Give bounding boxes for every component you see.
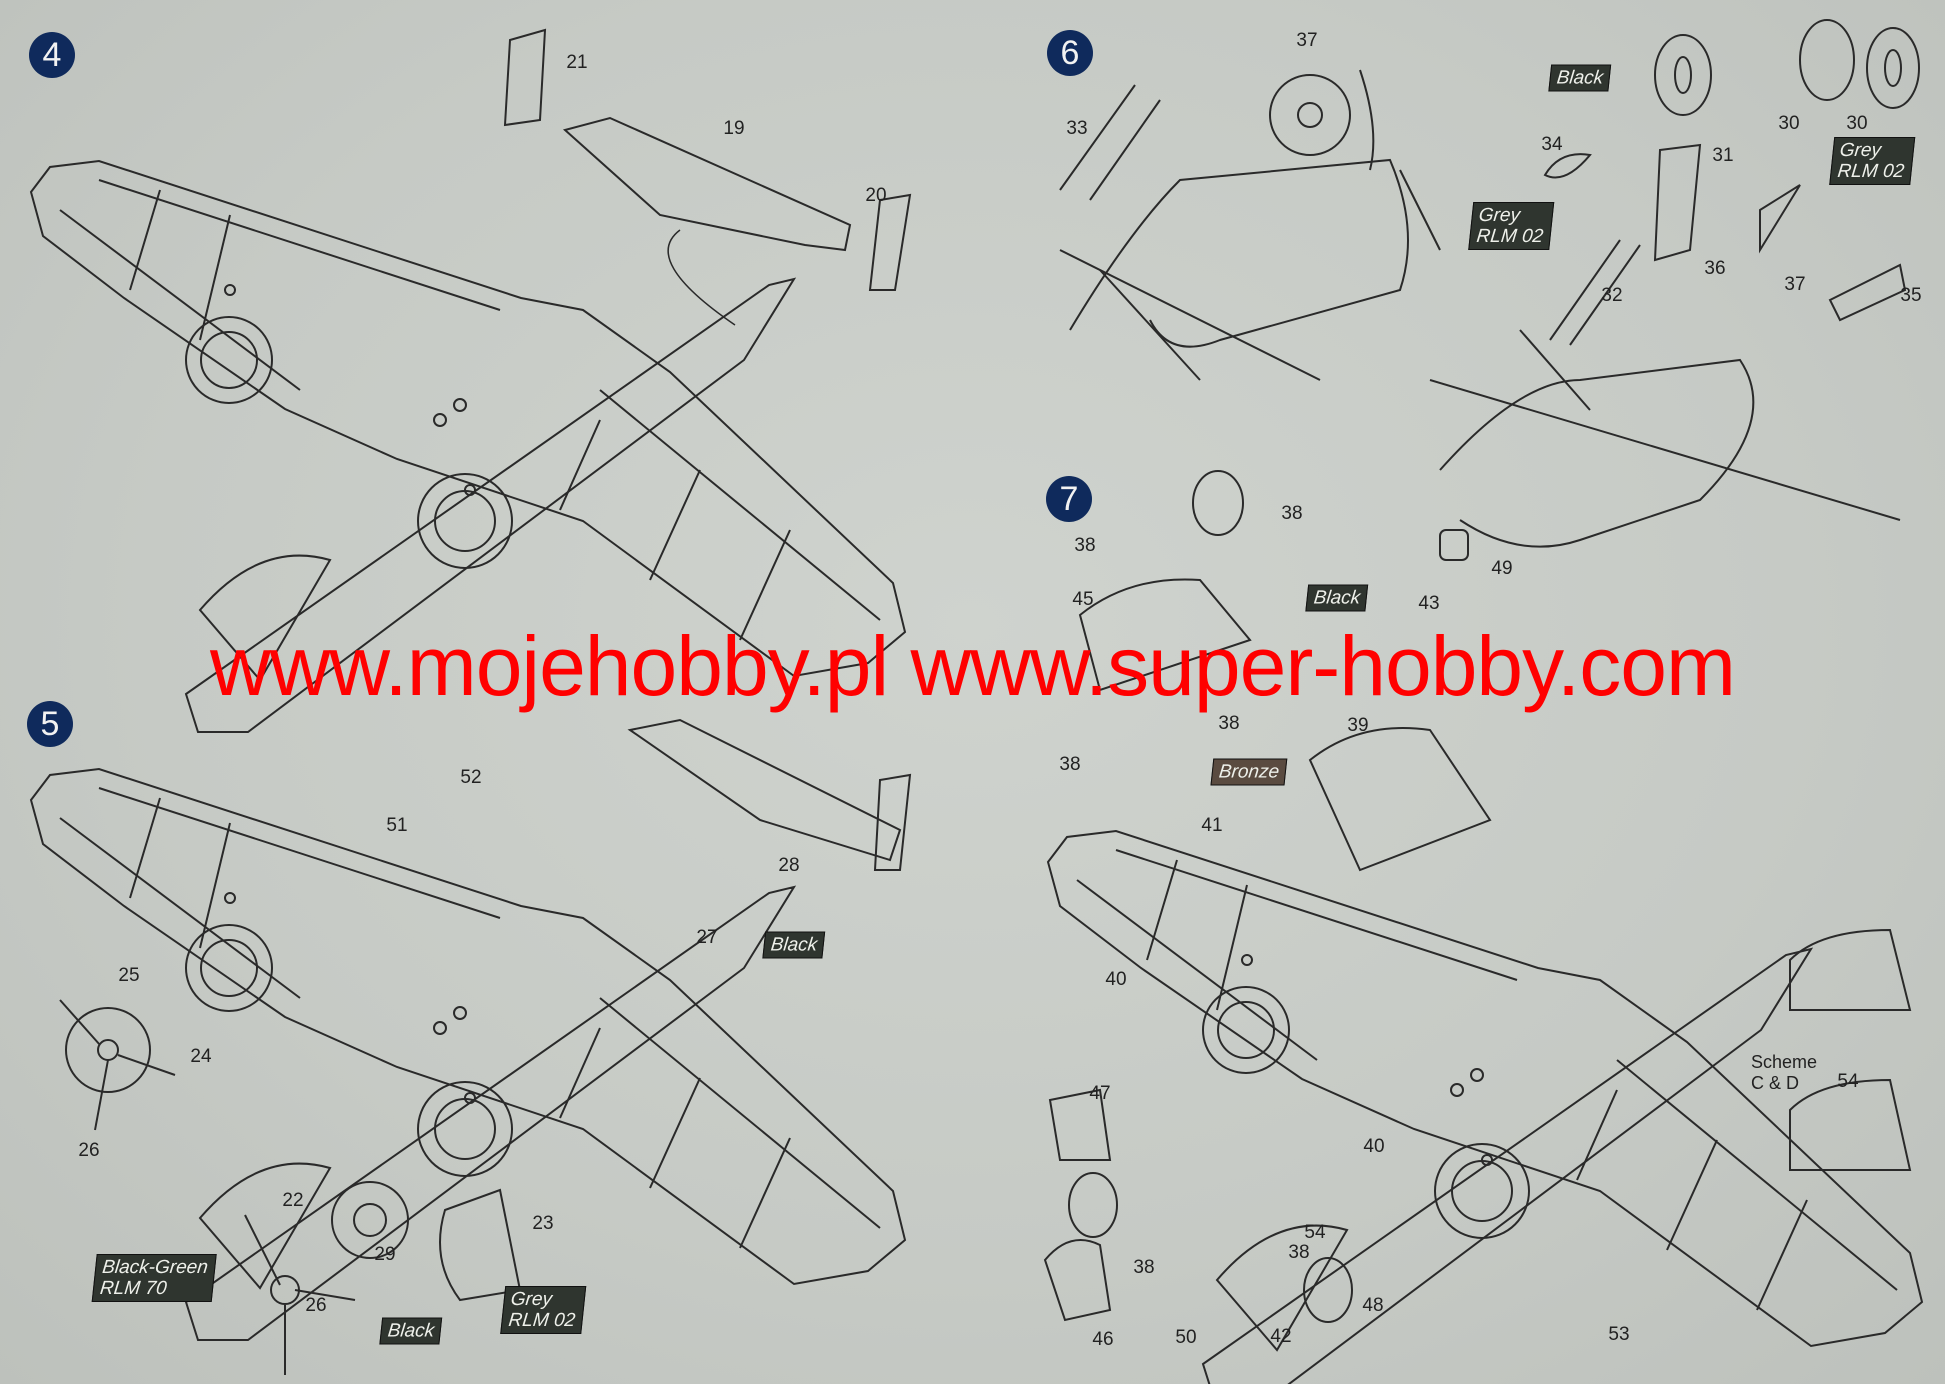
paint-callout-black: Black <box>379 1317 443 1345</box>
part-20-drawing <box>868 193 912 291</box>
watermark-text: www.mojehobby.pl www.super-hobby.com <box>210 619 1736 713</box>
paint-code: RLM 02 <box>1475 226 1545 247</box>
part-number: 29 <box>374 1244 396 1265</box>
part-number: 40 <box>1105 969 1127 990</box>
step-5-badge: 5 <box>27 701 73 747</box>
part-number: 36 <box>1704 258 1726 279</box>
aircraft-step7 <box>1047 830 1923 1384</box>
step-4-badge: 4 <box>29 32 75 78</box>
part-number: 38 <box>1281 503 1303 524</box>
paint-callout-grey-rlm02: Grey RLM 02 <box>1468 202 1554 250</box>
paint-callout-grey-rlm02: Grey RLM 02 <box>1829 137 1915 185</box>
paint-name: Black-Green <box>101 1257 210 1278</box>
part-number: 52 <box>460 767 482 788</box>
part-number: 53 <box>1608 1324 1630 1345</box>
scheme-line: C & D <box>1751 1073 1800 1093</box>
part-number: 54 <box>1837 1071 1859 1092</box>
part-number: 38 <box>1059 754 1081 775</box>
paint-name: Grey <box>509 1289 554 1310</box>
part-number: 24 <box>190 1046 212 1067</box>
scheme-line: Scheme <box>1751 1052 1818 1072</box>
part-number: 49 <box>1491 558 1513 579</box>
scheme-c-d-label: Scheme C & D <box>1751 1052 1817 1094</box>
part-number: 40 <box>1363 1136 1385 1157</box>
part-19-tailplane <box>562 116 852 252</box>
part-number: 27 <box>696 927 718 948</box>
part-number: 34 <box>1541 134 1563 155</box>
part-number: 46 <box>1092 1329 1114 1350</box>
part-number: 30 <box>1778 113 1800 134</box>
part-number: 23 <box>532 1213 554 1234</box>
part-number: 26 <box>78 1140 100 1161</box>
part-number: 22 <box>282 1190 304 1211</box>
part-number: 28 <box>778 855 800 876</box>
paint-callout-grey-rlm02: Grey RLM 02 <box>500 1286 586 1334</box>
part-number: 25 <box>118 965 140 986</box>
part-number: 38 <box>1218 713 1240 734</box>
step-6-badge: 6 <box>1047 30 1093 76</box>
part-number: 48 <box>1362 1295 1384 1316</box>
part-number: 33 <box>1066 118 1088 139</box>
part-number: 30 <box>1846 113 1868 134</box>
canopy-part-45 <box>1078 578 1252 692</box>
part-number: 20 <box>865 185 887 206</box>
part-number: 38 <box>1074 535 1096 556</box>
part-number: 19 <box>723 118 745 139</box>
part-number: 42 <box>1270 1326 1292 1347</box>
part-number: 31 <box>1712 145 1734 166</box>
part-number: 43 <box>1418 593 1440 614</box>
part-number: 41 <box>1201 815 1223 836</box>
part-number: 39 <box>1347 715 1369 736</box>
paint-callout-black: Black <box>1548 64 1612 92</box>
part-number: 50 <box>1175 1327 1197 1348</box>
fuselage-step6-right <box>1439 358 1755 548</box>
part-number: 26 <box>305 1295 327 1316</box>
paint-name: Grey <box>1477 205 1522 226</box>
paint-callout-bronze: Bronze <box>1210 758 1288 786</box>
paint-callout-black-green-rlm70: Black-Green RLM 70 <box>91 1254 217 1302</box>
part-number: 35 <box>1900 285 1922 306</box>
paint-code: RLM 70 <box>98 1278 168 1299</box>
paint-callout-black: Black <box>762 931 826 959</box>
part-number: 47 <box>1089 1083 1111 1104</box>
part-number: 32 <box>1601 285 1623 306</box>
part-number: 51 <box>386 815 408 836</box>
step-7-badge: 7 <box>1046 476 1092 522</box>
part-number: 38 <box>1133 1257 1155 1278</box>
paint-code: RLM 02 <box>1836 161 1906 182</box>
part-number: 45 <box>1072 589 1094 610</box>
part-number: 54 <box>1304 1222 1326 1243</box>
paint-callout-black: Black <box>1305 584 1369 612</box>
fuselage-step6-left <box>1069 158 1409 348</box>
part-21-drawing <box>503 28 547 127</box>
part-number: 21 <box>566 52 588 73</box>
part-number: 38 <box>1288 1242 1310 1263</box>
paint-code: RLM 02 <box>507 1310 577 1331</box>
paint-name: Grey <box>1838 140 1883 161</box>
canopy-part-39 <box>1308 727 1492 872</box>
part-number: 37 <box>1296 30 1318 51</box>
part-number: 37 <box>1784 274 1806 295</box>
